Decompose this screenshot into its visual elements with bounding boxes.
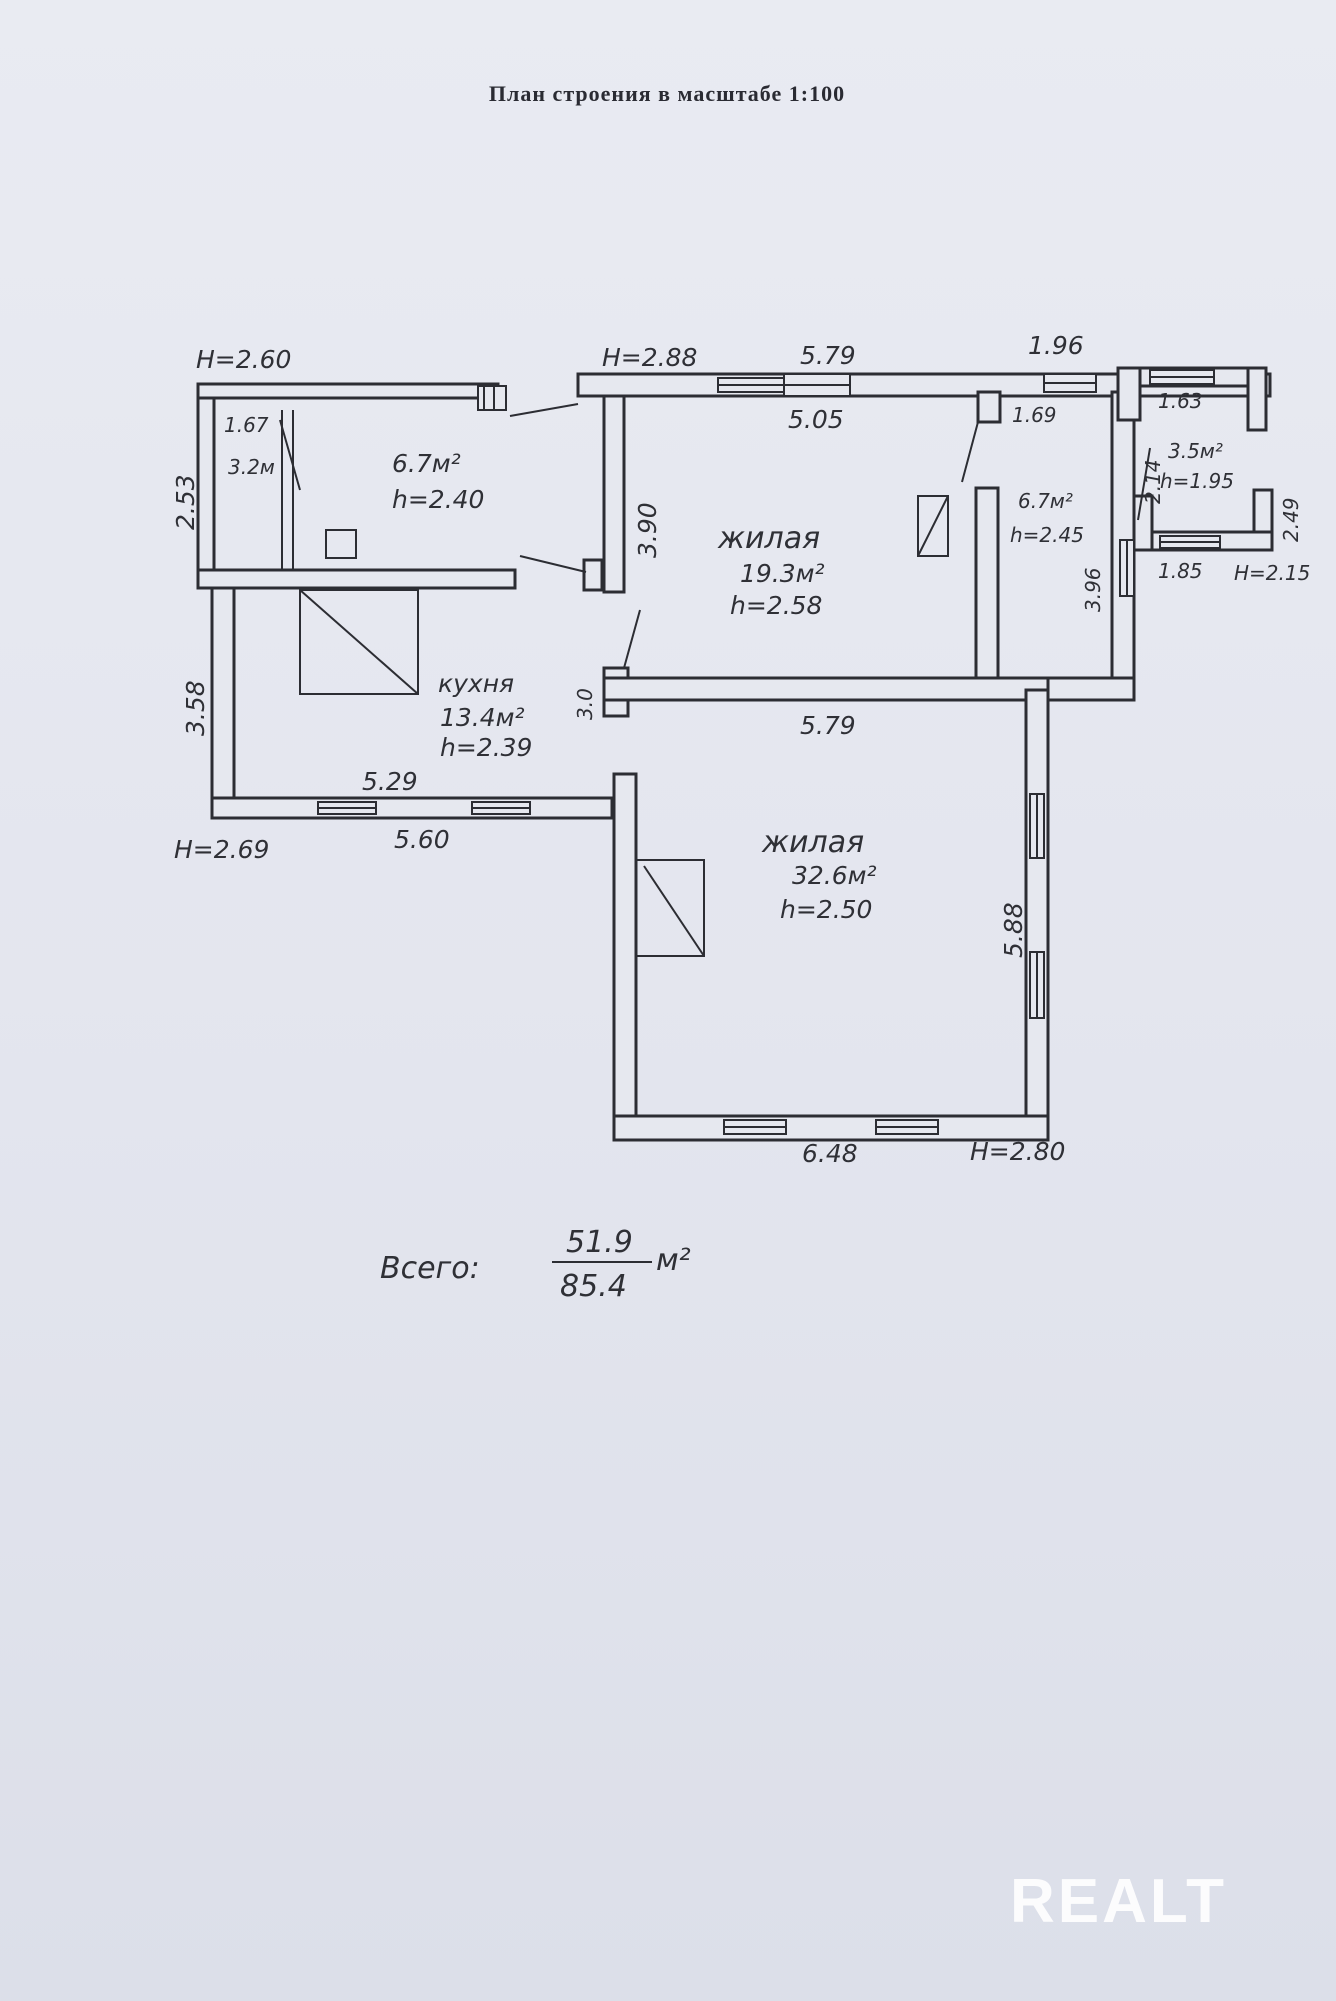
wall-stub-1 (582, 558, 604, 592)
door-corridor (961, 421, 979, 483)
kitchen-stove-diag (299, 589, 419, 695)
wall-living-small-left (602, 394, 626, 594)
dim-529: 5.29 (362, 767, 418, 796)
dimensions-horizontal: 5.79 1.96 5.05 1.69 1.63 1.85 5.79 5.29 … (362, 331, 1203, 1168)
wall-stub-3 (976, 390, 1002, 424)
dim-214: 2.14 (1141, 459, 1165, 504)
door-porch (1137, 447, 1151, 521)
wall-living-large-bottom (612, 1114, 1050, 1142)
dim-648: 6.48 (802, 1139, 858, 1168)
door-storage (509, 403, 579, 417)
wall-porch-left-top (1116, 366, 1142, 422)
height-top-left: H=2.60 (196, 345, 291, 374)
wall-living-large-left (612, 772, 638, 1142)
height-bottom-right: H=2.80 (970, 1137, 1065, 1166)
height-porch: H=2.15 (1234, 561, 1310, 585)
wall-storage-top (196, 382, 500, 400)
dim-560: 5.60 (394, 825, 450, 854)
realt-watermark-logo: REALT (1010, 1867, 1227, 1936)
plan-title: План строения в масштабе 1:100 (489, 81, 845, 106)
total-numerator: 51.9 (566, 1225, 633, 1260)
dim-30: 3.0 (573, 688, 597, 720)
living-small-height: h=2.58 (730, 591, 822, 620)
dimensions-vertical: 2.53 3.90 2.14 2.49 3.96 3.0 3.58 5.88 (171, 459, 1303, 958)
kitchen-height: h=2.39 (440, 733, 532, 762)
wall-junction (1046, 676, 1136, 702)
dim-579-top: 5.79 (800, 341, 856, 370)
dim-588: 5.88 (999, 902, 1028, 958)
living-large-height: h=2.50 (780, 895, 872, 924)
wall-living-large-right (1024, 688, 1050, 1142)
height-marks: H=2.60 H=2.88 H=2.69 H=2.15 H=2.80 (174, 343, 1310, 1166)
living-large-stove-diag (643, 865, 705, 957)
living-small-stove-diag (917, 495, 949, 557)
dim-396: 3.96 (1081, 567, 1105, 612)
dim-505: 5.05 (788, 405, 844, 434)
living-large-stove (635, 859, 705, 957)
door-living-small (623, 609, 641, 669)
dim-358: 3.58 (181, 680, 210, 736)
living-small-stove (917, 495, 949, 557)
wall-storage-left (196, 382, 216, 572)
total-unit: м² (656, 1243, 691, 1278)
corridor-height: h=2.45 (1010, 523, 1084, 547)
kitchen-name: кухня (438, 669, 514, 698)
porch-area: 3.5м² (1168, 439, 1223, 463)
storage-area: 6.7м² (392, 449, 461, 478)
kitchen-area: 13.4м² (440, 703, 525, 732)
porch-height: h=1.95 (1160, 469, 1234, 493)
dim-390: 3.90 (633, 502, 662, 558)
height-top-mid: H=2.88 (602, 343, 697, 372)
wall-kitchen-left (210, 586, 236, 816)
total-label: Всего: (380, 1251, 480, 1286)
dim-579-mid: 5.79 (800, 711, 856, 740)
total-area: Всего: 51.9 85.4 м² (380, 1225, 691, 1304)
windows (317, 369, 1221, 1135)
corridor-area: 6.7м² (1018, 489, 1073, 513)
fixtures (299, 495, 949, 957)
wall-corridor-left (974, 486, 1000, 680)
living-large-name: жилая (761, 825, 864, 860)
storage-sub-width: 1.67 (224, 413, 269, 437)
door-storage-sub (279, 419, 301, 491)
wall-kitchen-bottom (210, 796, 614, 820)
door-storage-2 (519, 555, 587, 573)
storage-sub-area: 3.2м (228, 455, 275, 479)
dim-249: 2.49 (1279, 497, 1303, 542)
wall-storage-bottom (196, 568, 517, 590)
dim-253: 2.53 (171, 474, 200, 530)
storage-fixture (325, 529, 357, 559)
storage-height: h=2.40 (392, 485, 484, 514)
living-small-area: 19.3м² (740, 559, 825, 588)
dim-169: 1.69 (1012, 403, 1057, 427)
kitchen-stove (299, 589, 419, 695)
window-storage-top (477, 385, 507, 411)
living-large-area: 32.6м² (792, 861, 877, 890)
wall-porch-right-top (1246, 366, 1268, 432)
dim-163: 1.63 (1158, 389, 1203, 413)
dim-185: 1.85 (1158, 559, 1203, 583)
living-small-name: жилая (717, 521, 820, 556)
total-denominator: 85.4 (560, 1269, 627, 1304)
walls (196, 366, 1274, 1142)
door-lines (279, 403, 1151, 669)
height-bottom-left: H=2.69 (174, 835, 269, 864)
room-labels: 1.67 3.2м 6.7м² h=2.40 кухня 13.4м² h=2.… (224, 413, 1234, 924)
dim-196: 1.96 (1028, 331, 1084, 360)
